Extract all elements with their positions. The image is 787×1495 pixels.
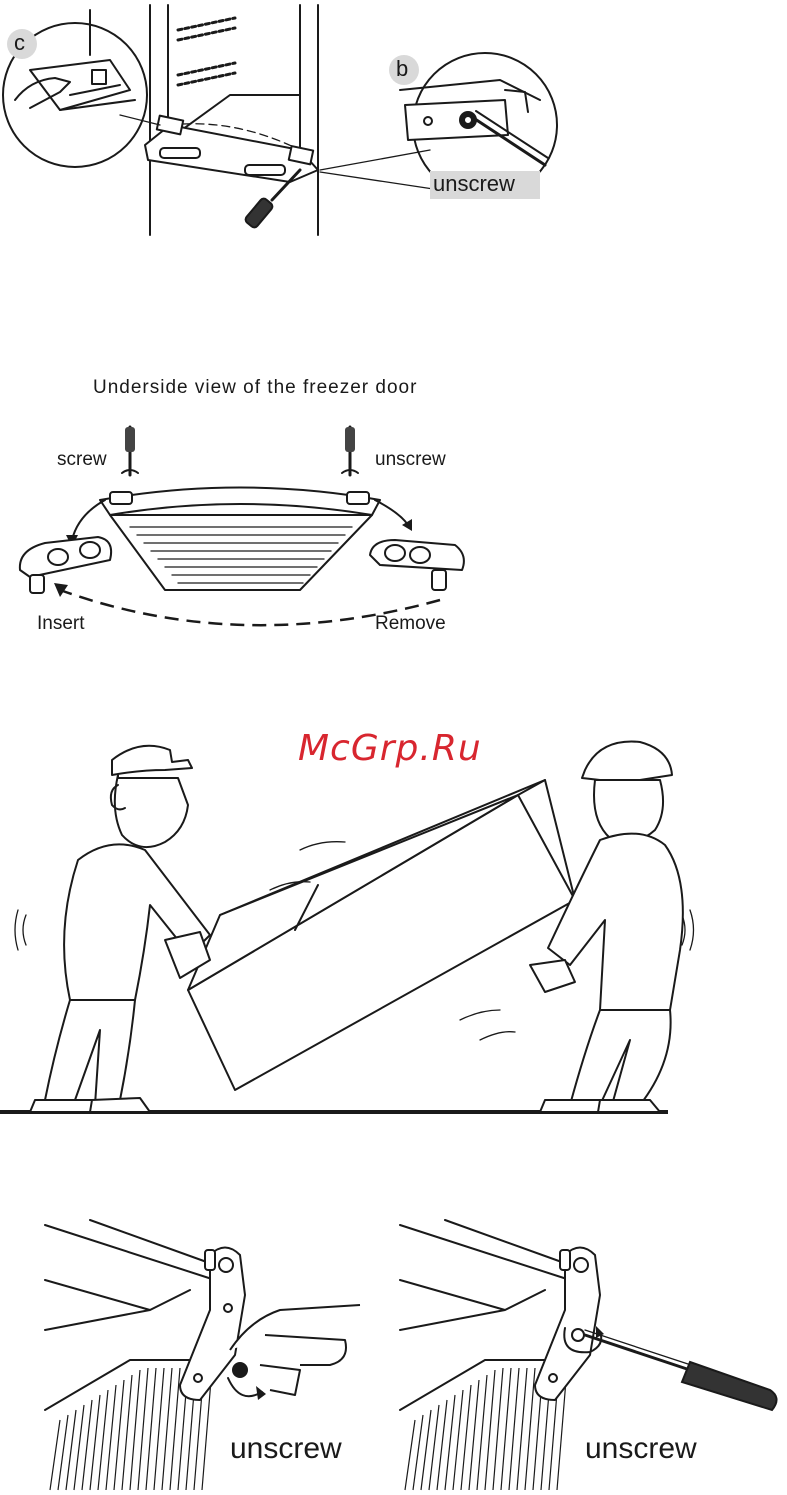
carrying-illustration [0, 720, 787, 1120]
freezer-door-underside [0, 365, 787, 650]
screw-label: screw [57, 449, 107, 471]
panel-carrying: McGrp.Ru [0, 720, 787, 1120]
left-man [30, 746, 210, 1112]
left-unscrew-label: unscrew [230, 1432, 342, 1466]
hinge-detail-illustration [0, 0, 787, 245]
callout-b-label: b [396, 56, 408, 82]
right-unscrew-label: unscrew [585, 1432, 697, 1466]
hinge-part-remove [370, 540, 464, 590]
fridge-box [188, 780, 575, 1090]
callout-c-label: c [14, 30, 25, 56]
panel-hinge-detail: c b unscrew [0, 0, 787, 245]
hinge-part-insert [20, 537, 111, 593]
remove-label: Remove [375, 613, 446, 635]
panel-hinge-unscrew: unscrew unscrew [0, 1210, 787, 1495]
insert-label: Insert [37, 613, 85, 635]
unscrew-label-underside: unscrew [375, 449, 446, 471]
panel-underside-view: Underside view of the freezer door [0, 365, 787, 650]
right-man [530, 742, 683, 1112]
unscrew-label-top: unscrew [433, 171, 515, 197]
